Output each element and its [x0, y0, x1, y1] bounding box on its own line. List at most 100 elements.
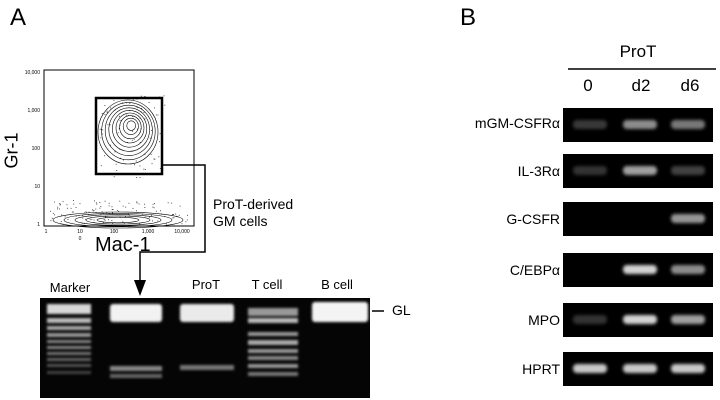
event-dot	[154, 203, 155, 205]
event-dot	[106, 212, 108, 214]
blot-band	[671, 166, 705, 175]
event-dot	[136, 128, 138, 130]
blot-strip	[563, 253, 713, 287]
event-dot	[73, 200, 74, 201]
event-dot	[112, 222, 114, 224]
event-dot	[173, 214, 174, 215]
event-dot	[103, 219, 105, 220]
event-dot	[127, 213, 129, 215]
event-dot	[85, 218, 87, 220]
gated-population-contour	[126, 120, 136, 131]
event-dot	[151, 130, 153, 131]
event-dot	[113, 99, 115, 101]
event-dot	[104, 155, 106, 157]
event-dot	[157, 220, 159, 222]
lower-population-contour	[96, 216, 140, 224]
lower-population-contour	[52, 211, 184, 229]
y-tick-label: 1	[37, 222, 40, 228]
gene-label: mGM-CSFRα	[474, 115, 560, 131]
event-dot	[82, 215, 84, 216]
event-dot	[159, 168, 161, 169]
event-dot	[119, 200, 121, 202]
blot-band	[573, 166, 607, 175]
event-dot	[52, 212, 54, 214]
event-dot	[59, 203, 61, 205]
panel-b-letter: B	[460, 4, 477, 31]
event-dot	[110, 107, 112, 109]
event-dot	[104, 114, 106, 115]
gated-population-contour	[122, 117, 139, 135]
event-dot	[139, 165, 141, 167]
event-dot	[139, 117, 141, 119]
event-dot	[108, 205, 110, 207]
event-dot	[129, 214, 131, 216]
event-dot	[143, 168, 145, 170]
gated-population-contour	[115, 112, 145, 144]
event-dot	[131, 139, 133, 141]
event-dot	[121, 102, 123, 104]
event-dot	[92, 210, 94, 212]
event-dot	[99, 128, 101, 130]
blot-strip	[563, 352, 713, 386]
y-tick-label: 10	[34, 184, 40, 190]
event-dot	[119, 119, 121, 121]
gl-tick	[372, 310, 384, 312]
blot-band	[623, 120, 657, 129]
blot-band	[623, 265, 657, 274]
event-dot	[57, 206, 59, 208]
event-dot	[128, 202, 130, 204]
event-dot	[159, 133, 161, 135]
blot-band	[623, 166, 657, 175]
event-dot	[61, 214, 62, 216]
blot-strip	[563, 154, 713, 188]
x-tick-label: 1,000	[142, 229, 155, 235]
lower-population-contour	[63, 213, 173, 228]
event-dot	[111, 206, 113, 208]
event-dot	[59, 203, 61, 204]
event-dot	[166, 223, 167, 225]
x-axis-label: Mac-1	[95, 234, 151, 256]
event-dot	[181, 223, 183, 225]
event-dot	[72, 211, 74, 213]
y-tick-label: 100	[32, 146, 41, 152]
event-dot	[144, 203, 145, 205]
event-dot	[50, 210, 51, 212]
event-dot	[85, 211, 87, 213]
y-tick-label: 1,000	[27, 108, 40, 114]
event-dot	[94, 200, 95, 202]
x-tick-label: 10,000	[174, 229, 190, 235]
event-dot	[104, 105, 106, 106]
event-dot	[144, 118, 146, 120]
panel-a-letter: A	[10, 4, 27, 31]
event-dot	[126, 114, 128, 116]
x-tick-label: 1	[45, 229, 48, 235]
event-dot	[104, 200, 106, 202]
gated-population-contour	[119, 115, 142, 140]
event-dot	[108, 202, 110, 204]
event-dot	[114, 151, 116, 153]
gene-label: HPRT	[522, 361, 560, 377]
lane-label-bcell: B cell	[321, 277, 353, 292]
x-tick-zero: 0	[79, 236, 82, 242]
event-dot	[59, 204, 61, 206]
event-dot	[100, 214, 102, 215]
event-dot	[143, 112, 145, 113]
event-dot	[118, 211, 120, 212]
gl-label: GL	[392, 302, 411, 318]
event-dot	[148, 102, 150, 103]
gated-population-contour	[108, 107, 150, 152]
x-tick-label: 10	[77, 229, 83, 235]
gate-box	[94, 96, 164, 176]
event-dot	[106, 110, 108, 112]
column-label-d6: d6	[680, 76, 700, 95]
event-dot	[89, 218, 91, 220]
event-dot	[71, 211, 73, 213]
column-label-d2: d2	[631, 76, 651, 95]
event-dot	[113, 176, 115, 178]
event-dot	[111, 220, 113, 221]
event-dot	[139, 223, 141, 225]
event-dot	[140, 95, 142, 97]
event-dot	[93, 210, 95, 212]
event-dot	[159, 141, 160, 143]
y-tick-label: 10,000	[25, 70, 41, 76]
